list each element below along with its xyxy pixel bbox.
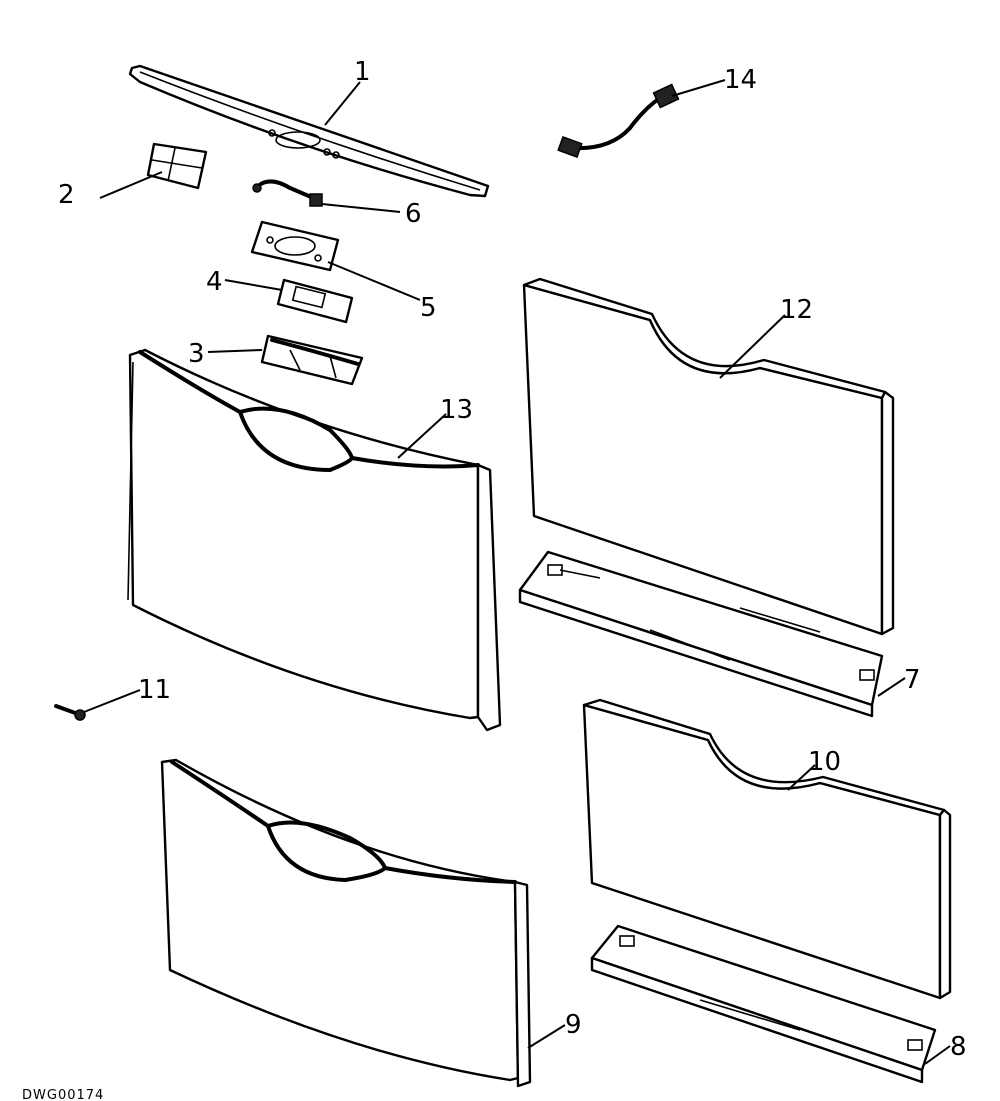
callout-1: 1 (354, 57, 371, 87)
part-5-button-module (250, 220, 340, 272)
leader-13 (397, 413, 447, 459)
part-13-upper-front-panel (127, 348, 502, 732)
callout-13: 13 (440, 395, 473, 425)
part-8-lower-tray (590, 924, 937, 1084)
drawing-id: DWG00174 (22, 1088, 104, 1101)
callout-6: 6 (405, 199, 422, 229)
part-1-control-panel (128, 64, 490, 198)
leader-6 (321, 203, 401, 213)
leader-1 (324, 81, 361, 126)
leader-11 (83, 689, 141, 713)
leader-12 (719, 314, 786, 379)
leader-9 (527, 1024, 566, 1049)
leader-5 (327, 261, 421, 301)
leader-8 (924, 1045, 951, 1065)
callout-11: 11 (138, 675, 171, 705)
part-3-handle-bracket (260, 334, 364, 386)
leader-lines (83, 79, 951, 1065)
callout-8: 8 (950, 1032, 967, 1062)
leader-7 (877, 677, 906, 697)
leader-14 (671, 79, 726, 97)
callout-7: 7 (904, 665, 921, 695)
callout-4: 4 (206, 267, 223, 297)
part-9-lower-front-panel (160, 758, 532, 1088)
callout-labels: 1 2 3 4 5 6 7 8 9 10 11 12 13 14 (58, 57, 967, 1062)
part-11-screw (54, 704, 86, 721)
callout-2: 2 (58, 180, 75, 210)
leader-3 (207, 349, 263, 353)
leader-4 (224, 279, 283, 291)
callout-3: 3 (188, 339, 205, 369)
part-6-wire-harness-short (252, 179, 323, 207)
callout-10: 10 (808, 747, 841, 777)
callout-9: 9 (565, 1010, 582, 1040)
callout-5: 5 (420, 293, 437, 323)
callout-12: 12 (780, 295, 813, 325)
part-10-lower-insulation-panel (582, 698, 952, 1000)
leader-2 (99, 171, 163, 199)
leader-10 (787, 764, 816, 791)
part-12-upper-insulation-panel (522, 277, 895, 636)
part-14-wire-harness (557, 83, 680, 158)
part-7-upper-tray (518, 550, 884, 718)
part-2-end-cap (146, 142, 208, 190)
part-4-switch-plate (276, 278, 354, 324)
callout-14: 14 (724, 65, 757, 95)
